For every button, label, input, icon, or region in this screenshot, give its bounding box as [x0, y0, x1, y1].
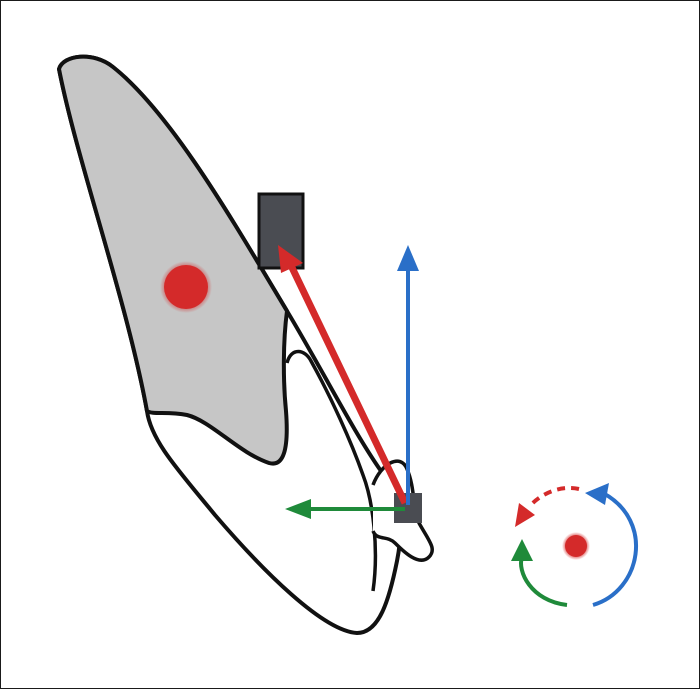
blue-rotation-arc	[592, 491, 639, 607]
tooth-crown	[57, 54, 289, 466]
red-force-arrow	[282, 251, 409, 505]
red-rotation-arc	[527, 486, 580, 509]
rotation-legend	[511, 483, 639, 607]
green-rotation-arc	[519, 556, 568, 607]
